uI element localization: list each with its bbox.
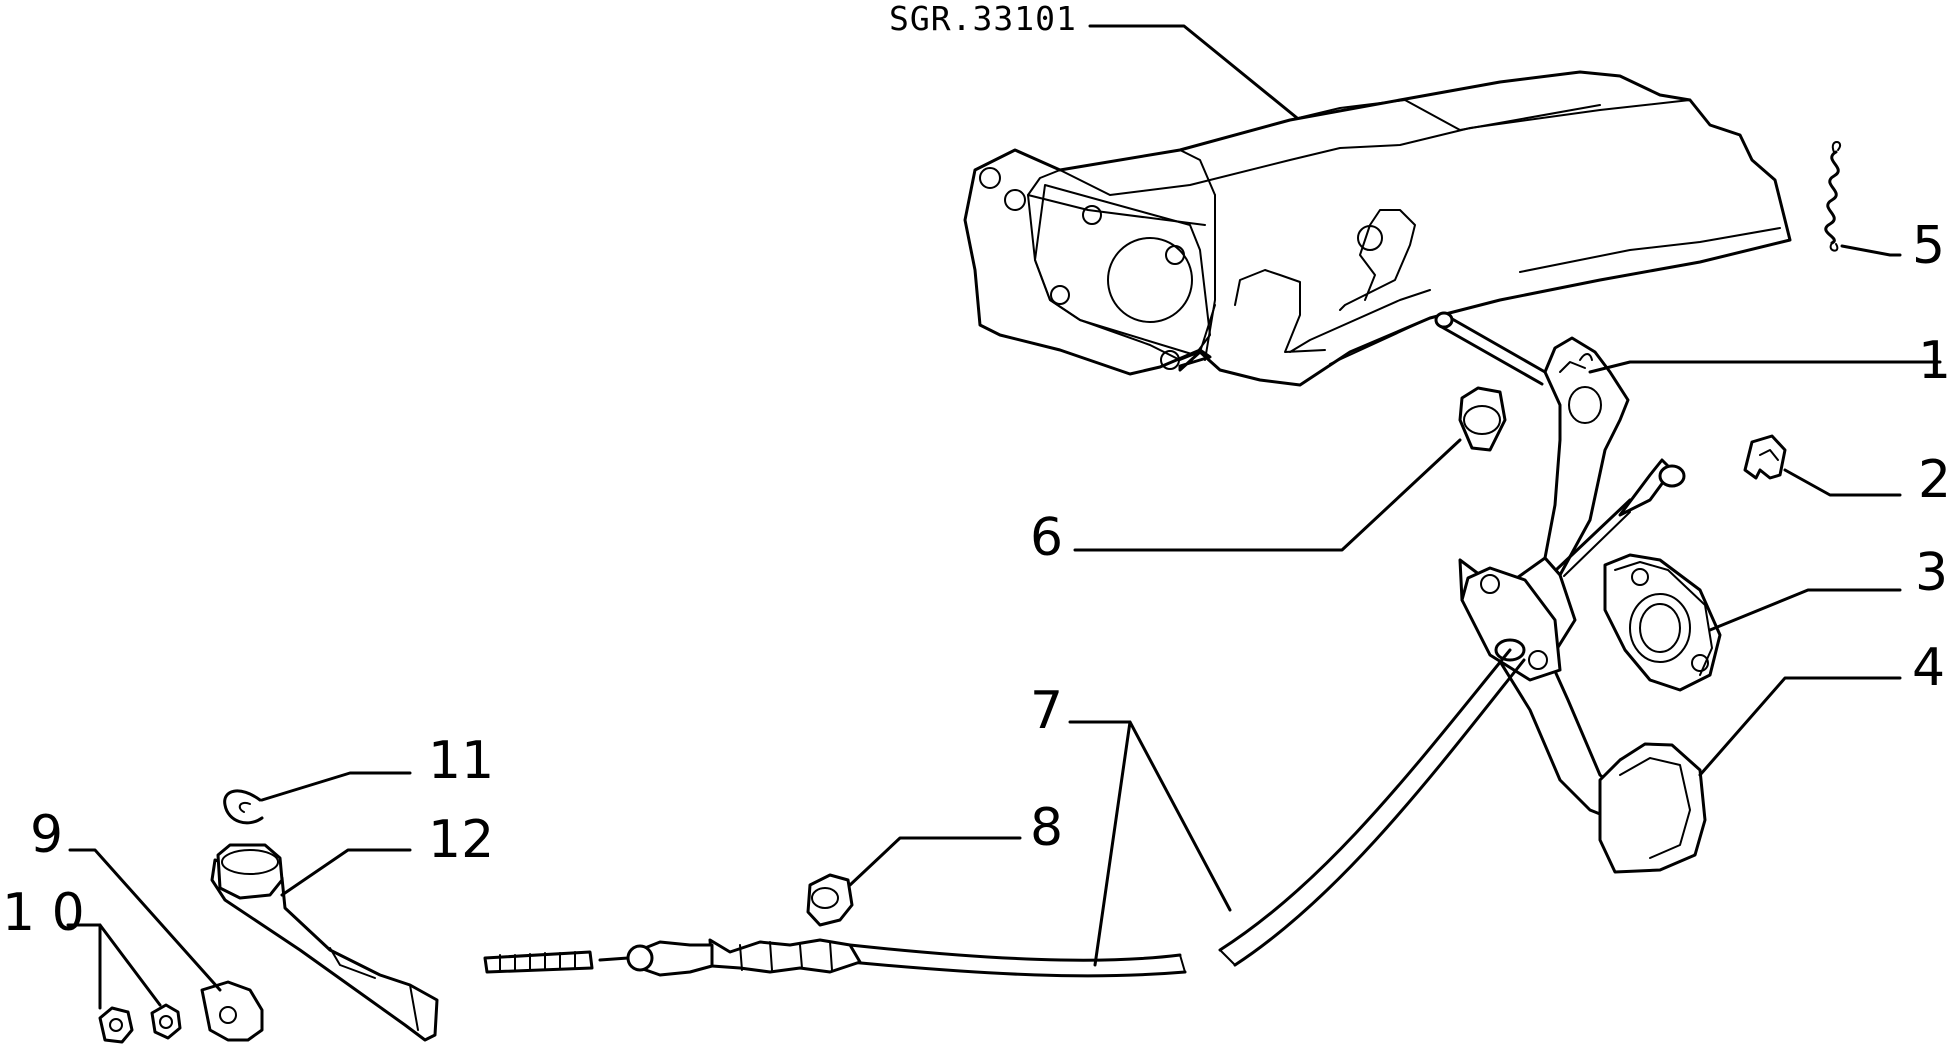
callout-9: 9 xyxy=(30,805,63,865)
reference-leader xyxy=(1088,24,1304,124)
spring-part xyxy=(1824,141,1841,252)
callout-6: 6 xyxy=(1030,508,1063,568)
callout-2: 2 xyxy=(1918,450,1947,510)
release-lever xyxy=(210,843,439,1042)
retaining-clip xyxy=(1743,434,1787,480)
clutch-cable xyxy=(483,648,1526,978)
pedal-lever xyxy=(1434,311,1632,822)
callout-7: 7 xyxy=(1030,681,1063,741)
callout-5: 5 xyxy=(1912,216,1945,276)
callout-11: 11 xyxy=(428,731,494,791)
nut-pair xyxy=(98,1003,182,1044)
leader-3 xyxy=(1708,588,1902,632)
leader-2 xyxy=(1783,468,1902,497)
callout-1: 1 xyxy=(1918,331,1947,391)
leader-9 xyxy=(68,848,222,992)
leader-8 xyxy=(848,836,1022,887)
leader-5 xyxy=(1840,244,1902,257)
pedal-support-bracket xyxy=(963,70,1792,387)
callout-8: 8 xyxy=(1030,798,1063,858)
leader-12 xyxy=(280,848,412,897)
callout-12: 12 xyxy=(428,810,494,870)
circlip xyxy=(223,789,264,825)
leader-1 xyxy=(1588,360,1942,374)
pedal-pad xyxy=(1598,742,1707,874)
leader-11 xyxy=(260,771,412,802)
callout-3: 3 xyxy=(1915,543,1947,603)
reference-code: SGR.33101 xyxy=(889,0,1077,38)
cable-grommet xyxy=(806,873,854,927)
leader-10 xyxy=(66,923,162,1010)
callout-10: 1 0 xyxy=(2,883,85,943)
push-rod xyxy=(1554,458,1686,577)
flange-gasket xyxy=(1603,553,1722,692)
leader-7 xyxy=(1068,720,1232,967)
bushing xyxy=(1458,386,1507,452)
callout-4: 4 xyxy=(1912,638,1945,698)
pedal-plate xyxy=(1460,566,1562,682)
cable-clip xyxy=(200,980,264,1042)
leader-6 xyxy=(1073,438,1462,552)
leader-4 xyxy=(1698,676,1902,777)
